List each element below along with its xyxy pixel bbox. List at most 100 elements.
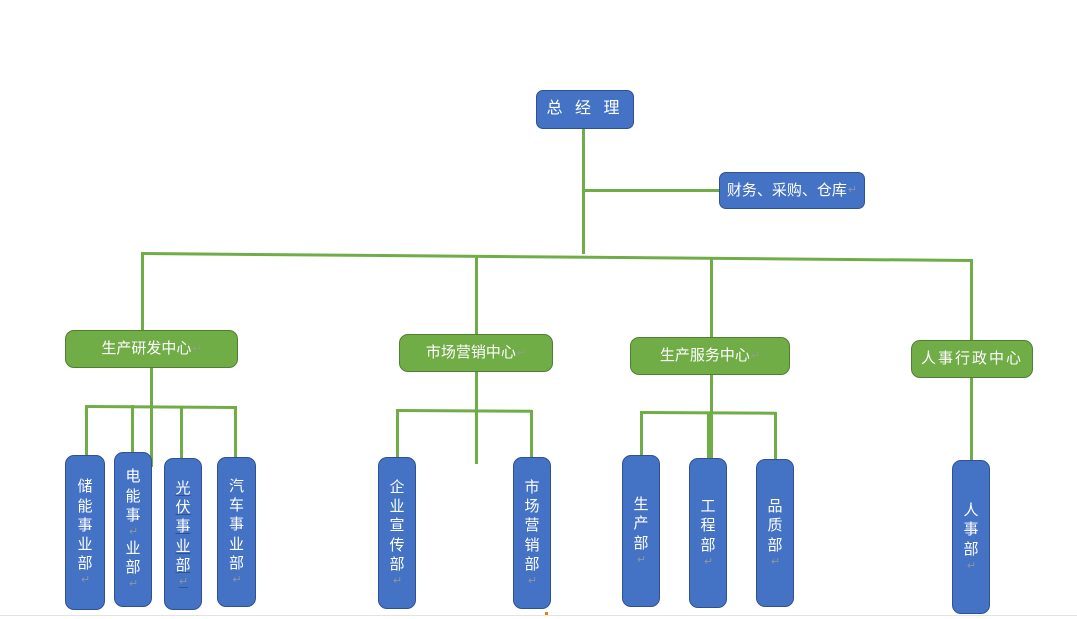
node-dept-publicity-label: 企 业 宣 传 部↵ [389,478,404,588]
paragraph-mark-icon: ↵ [636,553,647,566]
char: 事 [963,521,979,539]
char: 部 [125,559,141,577]
char: 企 [389,478,405,496]
node-dept-automotive[interactable]: 汽 车 事 业 部↵ [217,457,256,607]
char: 能 [77,497,93,515]
node-dept-market-sales[interactable]: 市 场 营 销 部↵ [513,457,551,609]
node-dept-publicity[interactable]: 企 业 宣 传 部↵ [378,457,416,609]
char: 人 [963,502,979,520]
char-with-mark: 事↵ [125,506,140,539]
paragraph-mark-icon: ↵ [847,184,858,197]
paragraph-mark-icon: ↵ [770,555,781,568]
node-dept-electric-power-label: 电 能 事↵ 业 部↵ [125,467,140,591]
connector-drop-service [710,257,713,341]
page-bottom-rule [0,615,1077,616]
connector-service-stem [710,370,713,467]
char: 质 [767,517,783,535]
connector-hr-admin-to-hr [970,377,973,461]
connector-drop-hr-admin [970,259,973,342]
char-with-mark: 部↵ [767,536,782,569]
char: 生 [633,496,649,514]
node-dept-engineering[interactable]: 工 程 部↵ [689,458,727,608]
char-with-mark: 部↵ [229,554,244,587]
paragraph-mark-icon: ↵ [128,578,139,591]
char: 工 [700,498,716,516]
node-center-rd[interactable]: 生产研发中心↵ [65,330,238,368]
char: 光 [175,479,191,497]
paragraph-mark-icon: ↵ [392,574,403,587]
char: 品 [767,498,783,516]
node-finance-procurement-warehouse-label: 财务、采购、仓库 [726,181,847,199]
paragraph-mark-icon: ↵ [966,559,977,572]
char: 业 [389,498,405,516]
char: 事 [125,506,141,524]
node-dept-quality-label: 品 质 部↵ [767,497,782,569]
char: 车 [228,497,244,515]
char: 部 [389,555,405,573]
node-dept-automotive-label: 汽 车 事 业 部↵ [229,477,244,587]
paragraph-mark-icon: ↵ [703,555,714,568]
node-finance-procurement-warehouse[interactable]: 财务、采购、仓库↵ [719,172,865,209]
char: 部 [77,555,93,573]
node-center-marketing-label: 市场营销中心 [425,344,516,362]
node-dept-photovoltaic[interactable]: 光 伏 事 业 部↵ [164,458,202,610]
node-center-service[interactable]: 生产服务中心↵ [630,337,790,375]
paragraph-mark-icon: ↵ [516,346,527,359]
paragraph-mark-icon: ↵ [80,574,91,587]
char: 事 [77,516,93,534]
connector-marketing-to-market-sales [530,410,533,467]
paragraph-mark-icon: ↵ [128,526,139,539]
char: 营 [524,517,540,535]
char-with-mark: 部↵ [77,554,92,587]
node-dept-photovoltaic-label: 光 伏 事 业 部↵ [175,479,190,589]
char: 部 [633,534,649,552]
char: 汽 [228,477,244,495]
node-dept-hr[interactable]: 人 事 部↵ [952,460,990,614]
connector-rd-to-electric-power [131,405,134,467]
node-center-hr-admin-label: 人事行政中心 [920,350,1023,368]
char: 部 [700,536,716,554]
paragraph-mark-icon: ↵ [192,342,202,355]
char-with-mark: 部↵ [175,556,190,589]
connector-main-bus [141,252,971,263]
connector-marketing-to-publicity [396,409,399,467]
char: 宣 [389,517,405,535]
char: 程 [700,517,716,535]
connector-gm-to-finance [582,189,720,192]
node-dept-electric-power[interactable]: 电 能 事↵ 业 部↵ [114,452,152,607]
node-dept-energy-storage-label: 储 能 事 业 部↵ [77,477,92,587]
char-with-mark: 部↵ [700,536,715,569]
node-center-hr-admin[interactable]: 人事行政中心 [911,340,1033,378]
node-general-manager-label: 总 经 理 [546,100,624,118]
node-center-marketing[interactable]: 市场营销中心↵ [399,334,553,372]
char: 储 [77,478,93,496]
char: 传 [389,536,405,554]
connector-drop-marketing [475,255,478,341]
char: 部 [175,556,191,574]
char: 能 [125,487,141,505]
node-center-rd-label: 生产研发中心 [101,340,192,358]
connector-marketing-bus [396,409,533,413]
char-with-mark: 部↵ [389,555,404,588]
connector-rd-to-automotive [234,406,237,467]
paragraph-mark-icon: ↵ [527,574,538,587]
node-dept-production[interactable]: 生 产 部↵ [622,455,660,607]
char: 销 [524,536,540,554]
node-dept-quality[interactable]: 品 质 部↵ [756,459,794,607]
connector-service-to-production [640,411,643,467]
node-dept-engineering-label: 工 程 部↵ [700,497,715,569]
node-dept-hr-label: 人 事 部↵ [963,501,978,573]
char: 电 [125,468,141,486]
node-dept-production-label: 生 产 部↵ [633,495,648,567]
char: 场 [524,498,540,516]
paragraph-mark-icon: ↵ [232,573,242,586]
connector-service-to-engineering [707,412,710,467]
char: 部 [767,536,783,554]
char: 事 [228,516,244,534]
node-general-manager[interactable]: 总 经 理 [536,90,634,129]
connector-marketing-stem [475,368,478,464]
node-dept-market-sales-label: 市 场 营 销 部↵ [524,478,539,588]
node-dept-energy-storage[interactable]: 储 能 事 业 部↵ [65,455,105,610]
char-with-mark: 部↵ [524,555,539,588]
